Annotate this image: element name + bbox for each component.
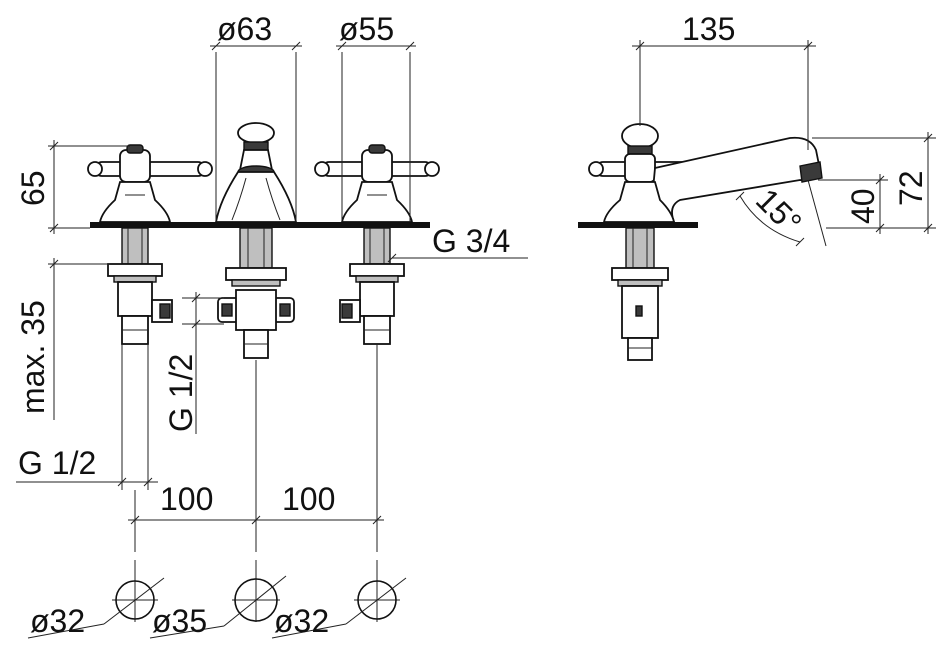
label-hole-center: ø35 — [152, 603, 207, 639]
dimension-handle-height — [48, 140, 130, 234]
dimension-handle-diameter — [336, 41, 416, 222]
hole-circle-center — [149, 560, 287, 639]
left-handle-valve — [87, 144, 213, 345]
hole-circle-left — [27, 560, 165, 639]
dimension-spout-height — [812, 132, 936, 234]
side-view — [588, 123, 823, 361]
label-outlet-height: 40 — [845, 188, 881, 224]
label-hole-right: ø32 — [274, 603, 329, 639]
label-spacing-left: 100 — [160, 481, 213, 517]
dimension-outlet-height — [818, 174, 888, 234]
deck-plate-side — [578, 222, 698, 228]
dimension-spout-angle — [735, 179, 827, 247]
label-handle-height: 65 — [15, 170, 51, 206]
label-spout-reach: 135 — [682, 11, 735, 47]
label-spout-diameter: ø63 — [217, 11, 272, 47]
dimension-spout-reach — [632, 40, 816, 150]
label-hole-left: ø32 — [30, 603, 85, 639]
dimension-connection-thread-left — [16, 344, 158, 490]
spout-front — [214, 122, 298, 359]
dimension-deck-thread — [387, 253, 528, 263]
dimension-max-thickness — [48, 258, 110, 420]
label-connection-thread-center: G 1/2 — [163, 354, 199, 432]
label-deck-thread: G 3/4 — [432, 223, 510, 259]
label-spout-angle: 15° — [749, 181, 809, 241]
dimension-spout-diameter — [210, 41, 302, 222]
dimension-connection-thread-center — [182, 292, 224, 434]
deck-plate-front — [90, 222, 430, 228]
hole-circle-right — [271, 560, 407, 639]
dimension-spacing — [128, 344, 384, 552]
label-max-thickness: max. 35 — [15, 300, 51, 414]
label-spacing-right: 100 — [282, 481, 335, 517]
right-handle-valve — [314, 144, 440, 345]
label-spout-height: 72 — [893, 170, 929, 206]
label-connection-thread-left: G 1/2 — [18, 445, 96, 481]
label-handle-diameter: ø55 — [339, 11, 394, 47]
